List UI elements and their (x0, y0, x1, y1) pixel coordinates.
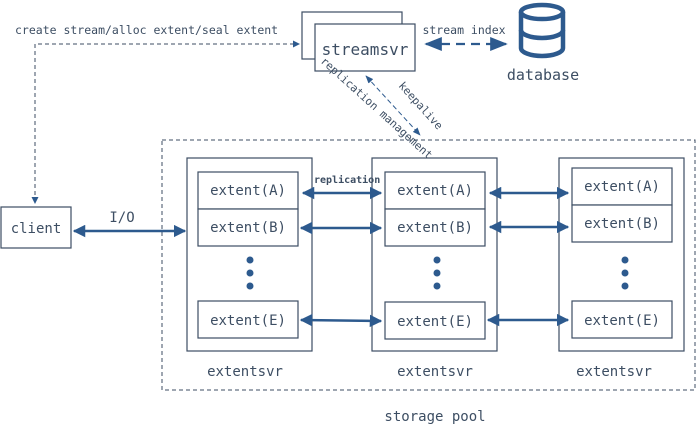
create-stream-label: create stream/alloc extent/seal extent (15, 23, 278, 37)
extentsvr-label: extentsvr (207, 364, 283, 380)
streamsvr-box[interactable] (314, 23, 416, 72)
control-path-arrowhead-right (293, 40, 300, 48)
extentsvr-label: extentsvr (576, 364, 652, 380)
extent-b-box[interactable] (384, 208, 486, 247)
streamsvr-label: streamsvr (322, 40, 409, 59)
storage-pool-label: storage pool (384, 409, 485, 425)
extent-b-label: extent(B) (397, 220, 473, 236)
extent-b-label: extent(B) (584, 216, 660, 232)
replication-arrow-e-1-2 (299, 313, 383, 328)
vertical-ellipsis-icon (433, 256, 441, 290)
extent-e-box[interactable] (197, 300, 299, 339)
keepalive-arrow (365, 75, 421, 136)
client-label: client (11, 221, 62, 237)
control-path-line (34, 43, 296, 202)
extent-b-box[interactable] (571, 204, 673, 243)
stream-index-label: stream index (422, 23, 505, 37)
extent-a-box[interactable] (571, 167, 673, 206)
extent-b-label: extent(B) (210, 220, 286, 236)
extent-a-label: extent(A) (397, 183, 473, 199)
extent-a-label: extent(A) (210, 183, 286, 199)
replication-label: replication (314, 174, 380, 186)
vertical-ellipsis-icon (246, 256, 254, 290)
client-box[interactable] (0, 206, 72, 249)
control-path-arrowhead-down (31, 197, 39, 204)
database-icon (518, 2, 566, 59)
extentsvr-3[interactable]: extent(A) extent(B) extent(E) extentsvr (558, 157, 685, 380)
extent-e-label: extent(E) (584, 313, 660, 329)
extentsvr-2[interactable]: extent(A) extent(B) extent(E) extentsvr (371, 157, 498, 380)
extent-e-label: extent(E) (210, 313, 286, 329)
extent-a-box[interactable] (384, 171, 486, 210)
extentsvr-1[interactable]: extent(A) extent(B) extent(E) extentsvr (186, 157, 313, 380)
io-label: I/O (109, 210, 134, 226)
extentsvr-label: extentsvr (397, 364, 473, 380)
database-label: database (507, 66, 579, 84)
extent-e-box[interactable] (384, 301, 486, 340)
extent-a-box[interactable] (197, 171, 299, 210)
extent-b-box[interactable] (197, 208, 299, 247)
extent-a-label: extent(A) (584, 179, 660, 195)
extent-e-label: extent(E) (397, 314, 473, 330)
extent-e-box[interactable] (571, 300, 673, 339)
storage-pool-boundary (161, 139, 696, 391)
vertical-ellipsis-icon (621, 256, 629, 290)
